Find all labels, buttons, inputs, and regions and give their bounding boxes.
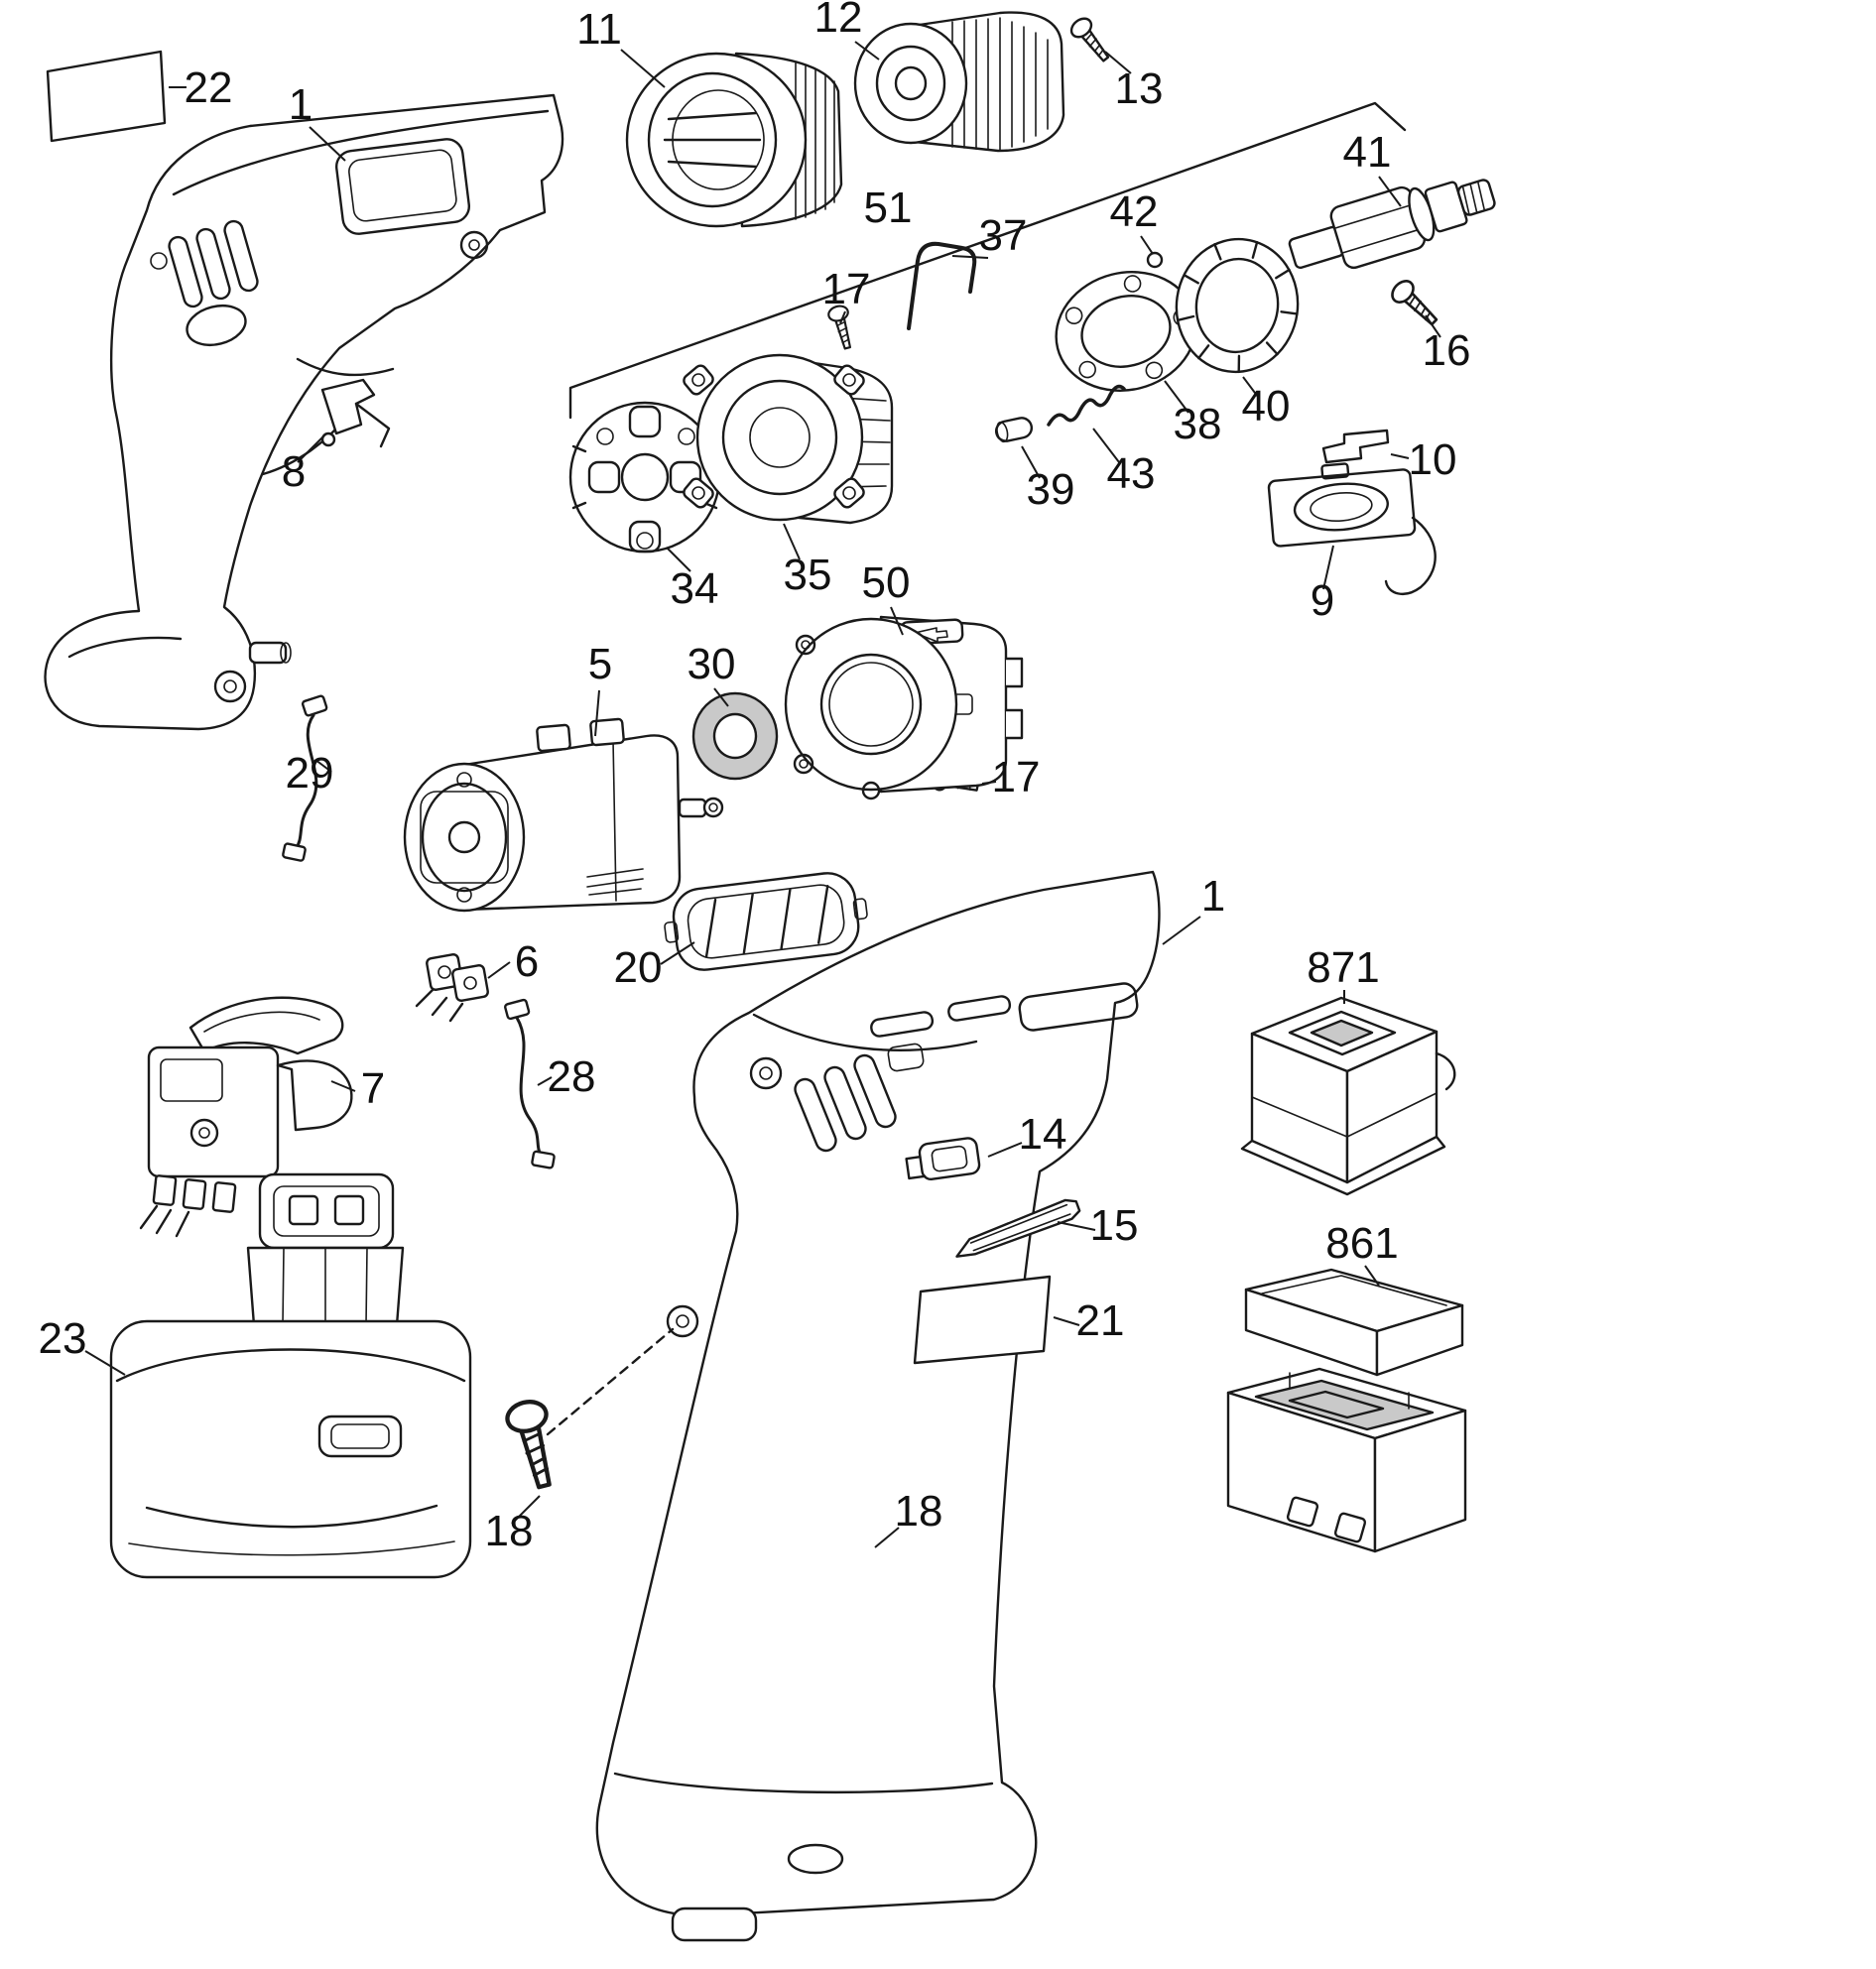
battery-pack-23: [109, 1172, 472, 1579]
clip-10: [1321, 429, 1390, 464]
part-label-5: 5: [588, 640, 612, 688]
part-label-37: 37: [979, 211, 1028, 260]
leader-lines: [84, 41, 1441, 1548]
part-label-18a: 18: [485, 1507, 534, 1555]
screw-13: [1066, 13, 1116, 67]
part-label-29: 29: [286, 749, 334, 798]
part-label-34: 34: [671, 564, 719, 613]
part-label-50: 50: [862, 558, 911, 607]
part-label-39: 39: [1027, 465, 1075, 514]
part-label-28: 28: [548, 1052, 596, 1101]
part-label-42: 42: [1110, 187, 1159, 236]
clamshell-housing-left: [44, 93, 564, 731]
o-ring-30: [691, 691, 779, 781]
part-label-9: 9: [1311, 576, 1334, 625]
lead-wire-29: [282, 694, 328, 862]
clutch-ring-40: [1175, 237, 1300, 374]
spring-43: [1047, 384, 1126, 427]
charger-871: [1240, 996, 1456, 1196]
part-label-11: 11: [576, 5, 622, 54]
part-label-871: 871: [1307, 943, 1379, 992]
chuck-collar-11: [625, 52, 843, 228]
detent-ball-42: [1146, 251, 1164, 269]
part-label-41: 41: [1343, 128, 1392, 177]
part-label-10: 10: [1409, 435, 1457, 484]
motor-5: [403, 717, 724, 913]
clip-14: [905, 1137, 981, 1181]
part-label-13: 13: [1115, 64, 1164, 113]
part-labels: 22 1 11 12 13 51 41 42 37 17 16 38 40 34…: [39, 0, 1471, 1555]
part-label-8: 8: [282, 447, 306, 496]
part-label-20: 20: [614, 943, 663, 992]
part-label-43: 43: [1107, 449, 1156, 498]
part-label-17b: 17: [992, 753, 1041, 801]
planet-carrier-34: [568, 401, 721, 554]
part-label-40: 40: [1242, 382, 1291, 431]
part-label-51: 51: [864, 184, 913, 232]
screw-18-left: [504, 1398, 563, 1490]
part-label-15: 15: [1090, 1201, 1139, 1250]
label-sticker-22: [46, 50, 167, 143]
pin-39: [994, 417, 1034, 443]
switch-7: [139, 996, 353, 1238]
part-label-7: 7: [361, 1064, 385, 1113]
part-label-1a: 1: [289, 80, 313, 129]
part-label-35: 35: [784, 551, 832, 599]
part-label-38: 38: [1174, 400, 1222, 448]
keyless-chuck-12: [853, 11, 1065, 153]
lead-wire-28: [504, 998, 556, 1169]
label-sticker-21: [913, 1275, 1052, 1365]
part-label-18b: 18: [895, 1487, 943, 1536]
assembly-line-51: [568, 101, 1407, 420]
bearing-plate-9: [1267, 462, 1437, 595]
part-label-30: 30: [688, 640, 736, 688]
vent-cover-20: [664, 872, 868, 971]
part-label-21: 21: [1076, 1296, 1125, 1345]
part-label-22: 22: [185, 63, 233, 112]
screw-16: [1386, 275, 1444, 332]
part-label-12: 12: [814, 0, 863, 42]
part-label-17a: 17: [822, 265, 871, 313]
part-label-6: 6: [515, 937, 539, 986]
output-spindle-41: [1288, 179, 1496, 270]
clip-8: [320, 378, 391, 448]
driver-bit-15: [955, 1198, 1081, 1258]
kit-box-861: [1226, 1268, 1467, 1553]
part-label-16: 16: [1423, 326, 1471, 375]
part-label-861: 861: [1325, 1219, 1398, 1268]
part-label-14: 14: [1019, 1110, 1067, 1159]
brush-holder-6: [415, 953, 489, 1023]
gearbox-50: [784, 615, 1024, 800]
part-label-23: 23: [39, 1314, 87, 1363]
retaining-wire-37: [907, 241, 977, 330]
gear-case-35: [683, 353, 894, 525]
clamshell-housing-right: [546, 870, 1161, 1942]
part-label-1b: 1: [1201, 872, 1225, 921]
